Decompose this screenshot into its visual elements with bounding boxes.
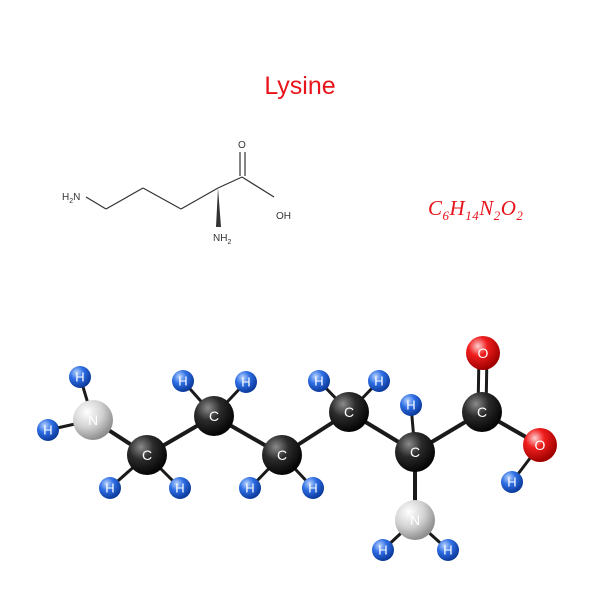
carbon-atom: C [395, 432, 435, 472]
carbon-atom: C [262, 435, 302, 475]
atom-label: H [178, 374, 187, 389]
atom-label: N [410, 512, 420, 528]
oxygen-atom: O [523, 428, 557, 462]
stereo-wedge [216, 188, 221, 227]
atom-label: H [308, 481, 317, 496]
hydrogen-atom: H [235, 371, 257, 393]
atom-label: H [245, 481, 254, 496]
atom-label: H [378, 543, 387, 558]
hydrogen-atom: H [37, 419, 59, 441]
skeletal-hydroxyl: OH [276, 211, 291, 222]
molecule-title: Lysine [264, 72, 336, 100]
nitrogen-atom: N [73, 400, 113, 440]
atom-label: O [478, 345, 489, 361]
oxygen-atom: O [466, 336, 500, 370]
atom-label: C [277, 447, 287, 463]
atom-label: N [88, 412, 98, 428]
atom-label: H [443, 543, 452, 558]
skeletal-carbonyl-oxygen: O [238, 140, 246, 151]
hydrogen-atom: H [99, 477, 121, 499]
skeletal-amine-alpha: NH2 [213, 233, 231, 246]
atom-label: H [43, 423, 52, 438]
molecular-formula: C6H14N2O2 [428, 196, 524, 224]
hydrogen-atom: H [169, 477, 191, 499]
skeletal-amine-left: H2N [62, 192, 80, 205]
atom-label: H [314, 374, 323, 389]
atom-label: H [374, 374, 383, 389]
nitrogen-atom: N [395, 500, 435, 540]
atom-label: C [142, 447, 152, 463]
atom-label: H [507, 475, 516, 490]
hydrogen-atom: H [368, 370, 390, 392]
hydrogen-atom: H [400, 394, 422, 416]
atom-label: C [477, 404, 487, 420]
hydrogen-atom: H [69, 366, 91, 388]
atom-label: H [406, 398, 415, 413]
atom-label: C [410, 444, 420, 460]
hydrogen-atom: H [372, 539, 394, 561]
atom-label: O [535, 437, 546, 453]
atom-label: C [209, 408, 219, 424]
carbon-atom: C [194, 396, 234, 436]
hydrogen-atom: H [501, 471, 523, 493]
hydrogen-atom: H [308, 370, 330, 392]
atom-label: H [241, 375, 250, 390]
hydrogen-atom: H [172, 370, 194, 392]
hydrogen-atom: H [302, 477, 324, 499]
atom-label: H [75, 370, 84, 385]
carbon-atom: C [462, 392, 502, 432]
atom-label: C [344, 404, 354, 420]
atom-label: H [105, 481, 114, 496]
hydrogen-atom: H [239, 477, 261, 499]
carbon-atom: C [329, 392, 369, 432]
atom-label: H [175, 481, 184, 496]
carbon-atom: C [127, 435, 167, 475]
hydrogen-atom: H [437, 539, 459, 561]
